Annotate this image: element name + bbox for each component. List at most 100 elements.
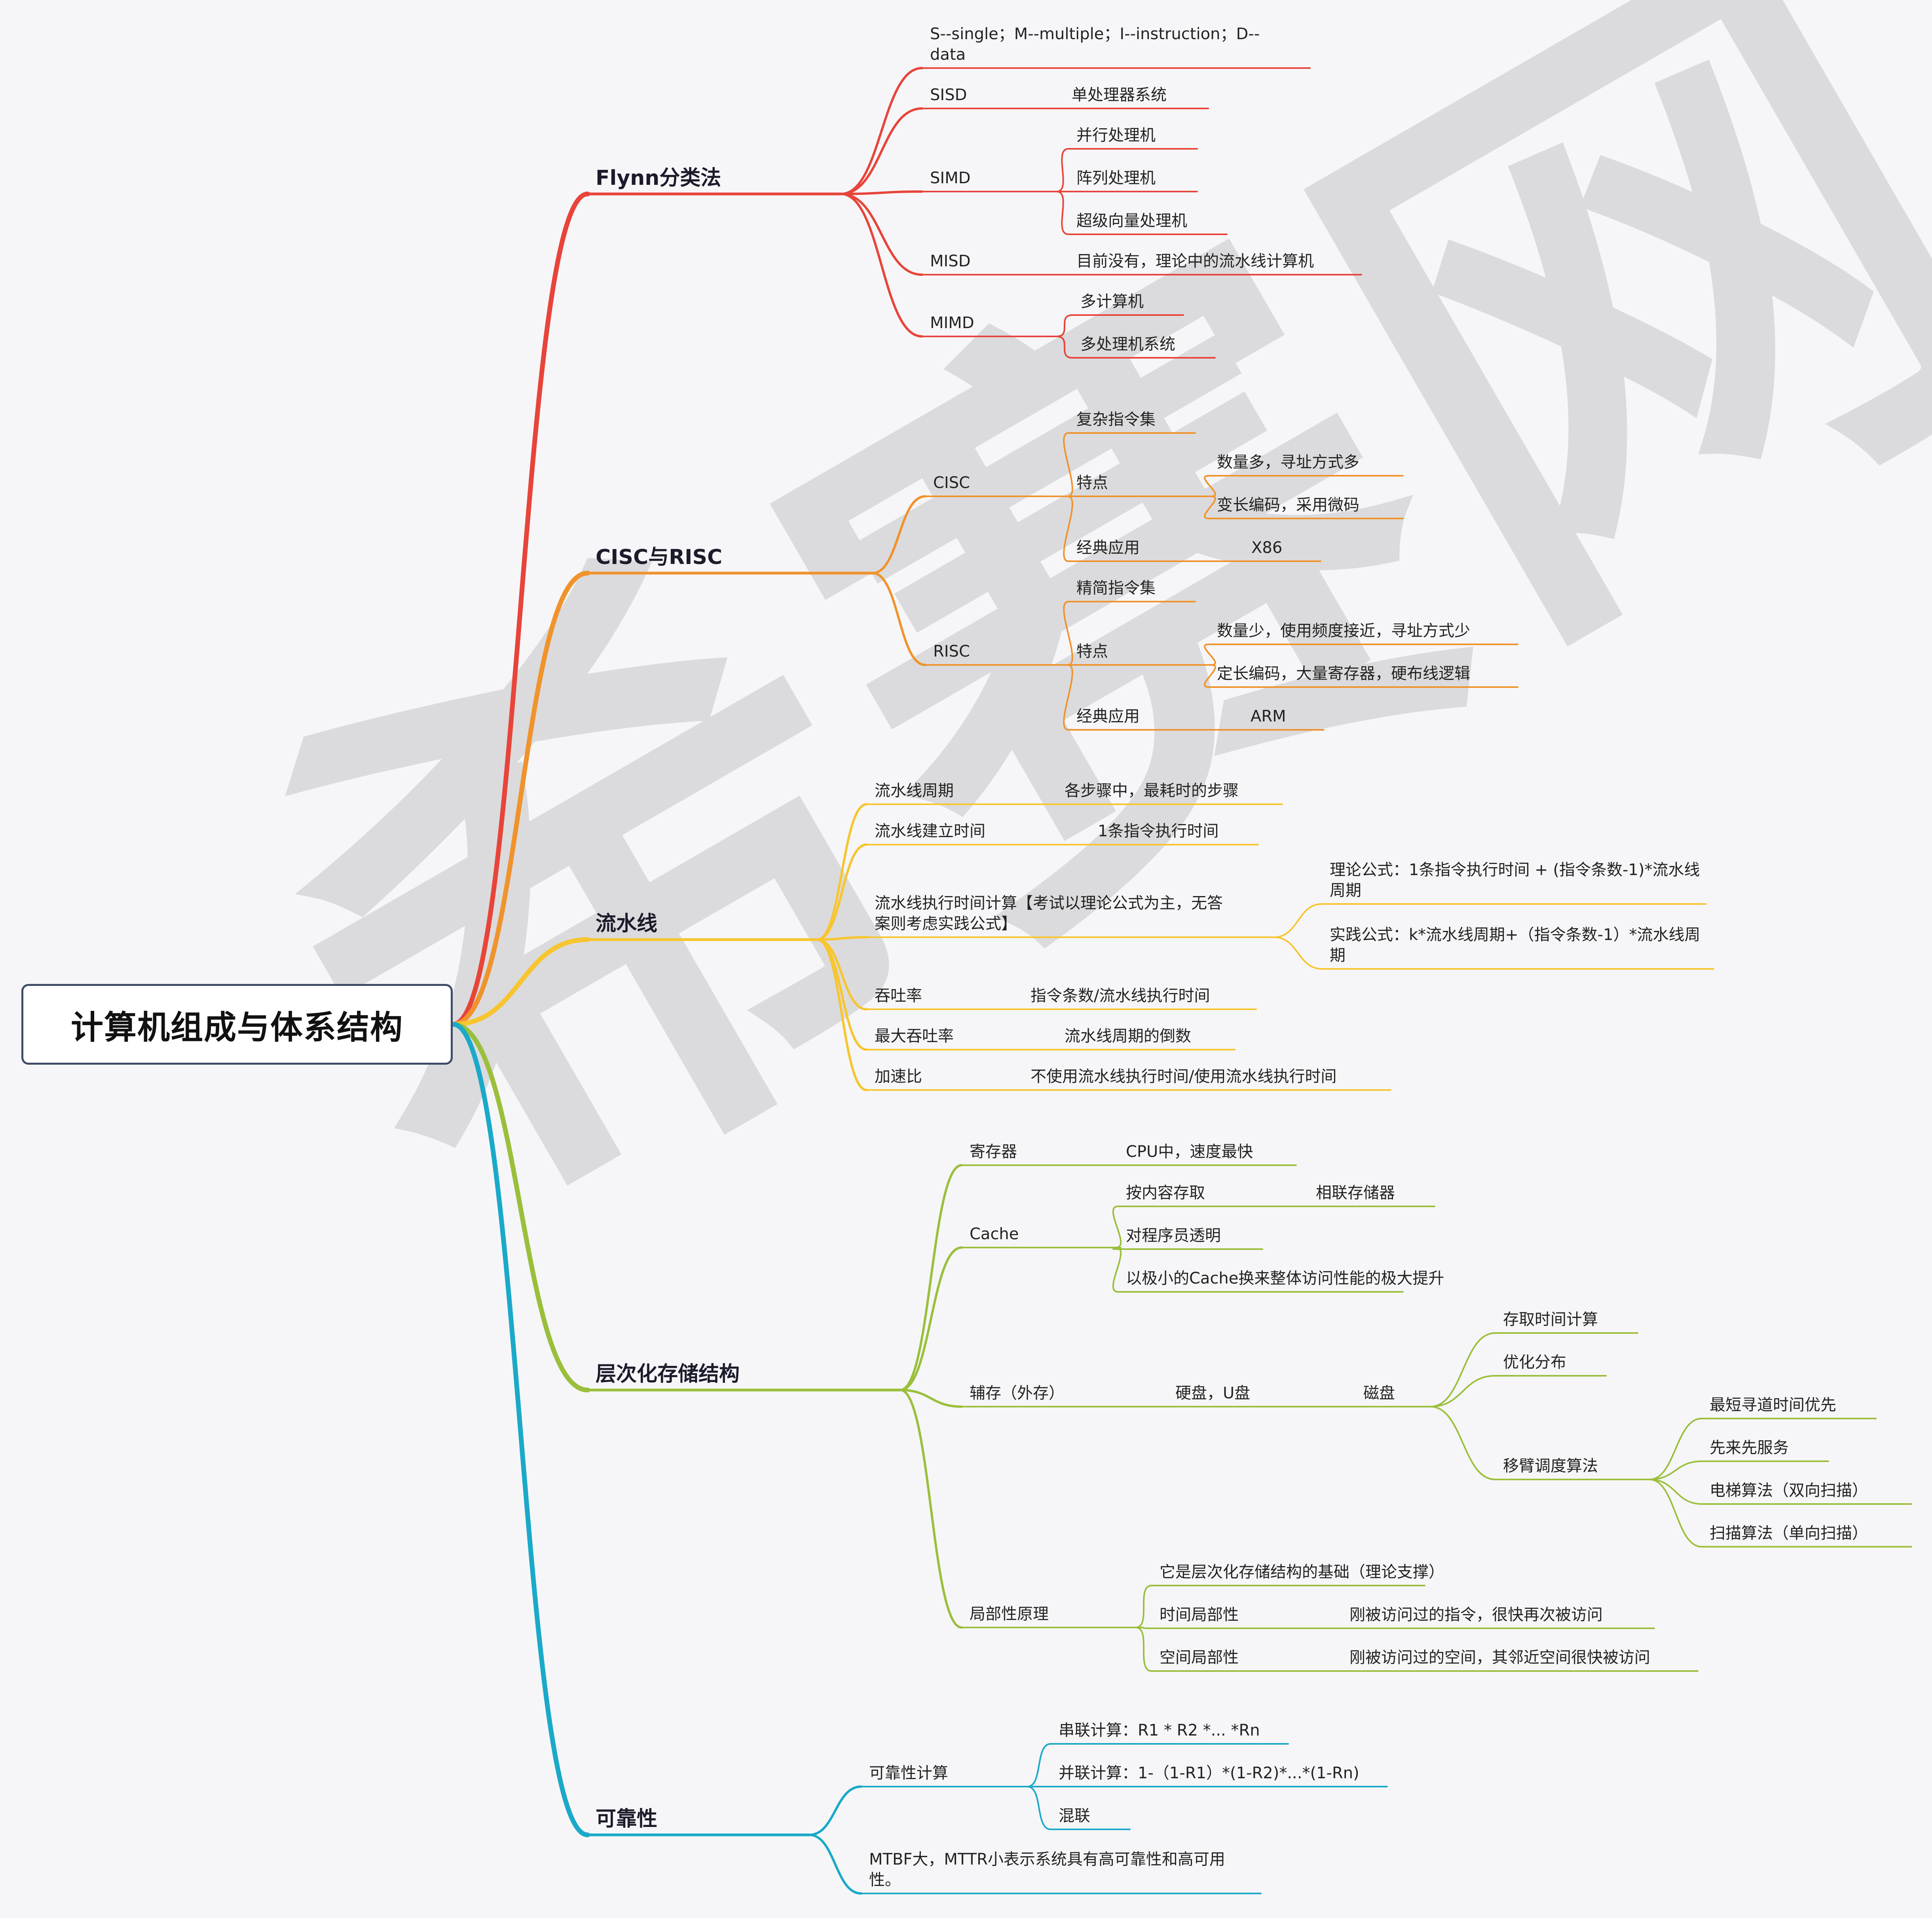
node-1-0-2[interactable]: 经典应用 [1076, 539, 1140, 557]
connector-4-0 [808, 1785, 862, 1836]
node-0-0[interactable]: S--single；M--multiple；I--instruction；D--… [930, 25, 1260, 64]
node-3-1-0[interactable]: 按内容存取 [1126, 1184, 1205, 1202]
node-1-1-2-0[interactable]: ARM [1251, 707, 1286, 725]
node-0-1[interactable]: SISD [930, 86, 967, 104]
connector-3-1 [899, 1246, 963, 1391]
node-3-2-0-0-2-3[interactable]: 扫描算法（单向扫描） [1710, 1524, 1868, 1542]
node-2-3[interactable]: 吞吐率 [875, 987, 922, 1005]
node-3-1-1[interactable]: 对程序员透明 [1126, 1227, 1221, 1245]
branch-3[interactable]: 层次化存储结构 [596, 1362, 740, 1386]
node-1-1-0[interactable]: 精简指令集 [1076, 579, 1156, 597]
node-1-0-1-0[interactable]: 数量多，寻址方式多 [1217, 453, 1359, 471]
node-3-2-0-0-2-2[interactable]: 电梯算法（双向扫描） [1710, 1481, 1868, 1500]
node-3-0[interactable]: 寄存器 [970, 1143, 1017, 1161]
node-3-2-0-0[interactable]: 磁盘 [1363, 1384, 1395, 1402]
node-2-0[interactable]: 流水线周期 [875, 782, 954, 800]
node-2-2[interactable]: 流水线执行时间计算【考试以理论公式为主，无答 案则考虑实践公式】 [875, 894, 1223, 933]
node-2-5[interactable]: 加速比 [875, 1067, 922, 1086]
node-1-0-2-0[interactable]: X86 [1251, 539, 1283, 557]
node-3-1-2[interactable]: 以极小的Cache换来整体访问性能的极大提升 [1126, 1269, 1444, 1288]
connector-3-0 [899, 1164, 963, 1391]
node-2-4-0[interactable]: 流水线周期的倒数 [1065, 1027, 1191, 1045]
branch-cisc-risc[interactable]: CISC与RISC [596, 545, 723, 569]
connector-2-1 [816, 843, 868, 941]
node-2-5-0[interactable]: 不使用流水线执行时间/使用流水线执行时间 [1031, 1067, 1337, 1086]
node-4-0-1[interactable]: 并联计算：1-（1-R1）*(1-R2)*...*(1-Rn) [1059, 1764, 1359, 1782]
node-3-2-0-0-2[interactable]: 移臂调度算法 [1503, 1457, 1598, 1475]
connector-1-0-1-1 [1204, 496, 1216, 519]
node-3-3-2-0[interactable]: 刚被访问过的空间，其邻近空间很快被访问 [1349, 1648, 1650, 1667]
node-3-3-1[interactable]: 时间局部性 [1160, 1606, 1239, 1624]
node-3-3-0[interactable]: 它是层次化存储结构的基础（理论支撑） [1160, 1563, 1444, 1581]
connector-2-4 [816, 938, 868, 1051]
connector-1-0-1-0 [1204, 475, 1216, 497]
node-0-2-2[interactable]: 超级向量处理机 [1076, 212, 1187, 230]
connector-3-3-1 [1135, 1627, 1152, 1629]
node-3-2[interactable]: 辅存（外存） [970, 1384, 1065, 1402]
node-1-0-0[interactable]: 复杂指令集 [1076, 410, 1156, 429]
node-1-0[interactable]: CISC [933, 474, 970, 492]
node-0-4[interactable]: MIMD [930, 314, 974, 332]
node-3-2-0-0-2-1[interactable]: 先来先服务 [1710, 1439, 1789, 1457]
node-3-1[interactable]: Cache [970, 1225, 1019, 1243]
node-1-1-2[interactable]: 经典应用 [1076, 707, 1140, 725]
node-0-1-0[interactable]: 单处理器系统 [1072, 86, 1167, 104]
node-1-1-1[interactable]: 特点 [1076, 642, 1108, 661]
connector-0-4-0 [1056, 314, 1073, 337]
node-2-2-0[interactable]: 理论公式：1条指令执行时间 + (指令条数-1)*流水线 周期 [1330, 861, 1700, 900]
node-4-0[interactable]: 可靠性计算 [869, 1764, 948, 1782]
node-2-4[interactable]: 最大吞吐率 [875, 1027, 954, 1045]
root-node[interactable]: 计算机组成与体系结构 [21, 984, 453, 1065]
branch-4[interactable]: 可靠性 [596, 1807, 658, 1831]
node-3-3-1-0[interactable]: 刚被访问过的指令，很快再次被访问 [1349, 1606, 1603, 1624]
node-3-2-0-0-2-0[interactable]: 最短寻道时间优先 [1710, 1396, 1836, 1414]
node-2-1[interactable]: 流水线建立时间 [875, 822, 985, 840]
connector-2-5 [816, 938, 868, 1091]
branch-2[interactable]: 流水线 [596, 912, 658, 936]
node-0-2[interactable]: SIMD [930, 169, 971, 187]
node-3-2-0-0-0[interactable]: 存取时间计算 [1503, 1310, 1598, 1329]
node-2-1-0[interactable]: 1条指令执行时间 [1098, 822, 1219, 840]
node-0-3[interactable]: MISD [930, 252, 971, 270]
connector-1-1-1-1 [1204, 664, 1216, 688]
connector-3-3 [899, 1389, 963, 1629]
node-4-1[interactable]: MTBF大，MTTR小表示系统具有高可靠性和高可用 性。 [869, 1850, 1225, 1889]
branch-flynn[interactable]: Flynn分类法 [596, 166, 721, 190]
node-0-4-1[interactable]: 多处理机系统 [1080, 335, 1175, 353]
node-0-4-0[interactable]: 多计算机 [1080, 292, 1144, 311]
connector-3-3-2 [1135, 1627, 1152, 1672]
node-0-2-1[interactable]: 阵列处理机 [1076, 169, 1156, 187]
connector-0 [451, 192, 590, 1027]
node-3-1-0-0[interactable]: 相联存储器 [1316, 1184, 1395, 1202]
node-2-3-0[interactable]: 指令条数/流水线执行时间 [1031, 987, 1210, 1005]
connector-0-4 [840, 193, 923, 338]
node-1-0-1-1[interactable]: 变长编码，采用微码 [1217, 496, 1359, 514]
node-4-0-0[interactable]: 串联计算：R1 * R2 *... *Rn [1059, 1721, 1260, 1739]
node-0-2-0[interactable]: 并行处理机 [1076, 126, 1156, 144]
connector-0-3 [840, 193, 923, 276]
connector-0-2 [840, 190, 923, 195]
node-3-3[interactable]: 局部性原理 [970, 1605, 1049, 1623]
node-2-2-1[interactable]: 实践公式：k*流水线周期+（指令条数-1）*流水线周 期 [1330, 926, 1700, 965]
connector-1-1 [871, 572, 926, 666]
node-3-0-0[interactable]: CPU中，速度最快 [1126, 1143, 1253, 1161]
connector-2-2 [816, 936, 868, 941]
node-0-3-0[interactable]: 目前没有，理论中的流水线计算机 [1076, 252, 1314, 270]
node-3-2-0-0-1[interactable]: 优化分布 [1503, 1353, 1566, 1371]
connector-0-0 [840, 67, 923, 195]
connector-3-3-0 [1135, 1585, 1152, 1628]
connector-2 [451, 937, 590, 1027]
node-1-0-1[interactable]: 特点 [1076, 474, 1108, 492]
connector-4-0-2 [1027, 1786, 1051, 1830]
node-1-1-1-0[interactable]: 数量少，使用频度接近，寻址方式少 [1217, 622, 1470, 640]
node-2-0-0[interactable]: 各步骤中，最耗时的步骤 [1065, 782, 1239, 800]
node-3-3-2[interactable]: 空间局部性 [1160, 1648, 1239, 1667]
node-4-0-2[interactable]: 混联 [1059, 1807, 1090, 1825]
connector-3-2-0-0-2-1 [1649, 1460, 1702, 1480]
node-1-1-1-1[interactable]: 定长编码，大量寄存器，硬布线逻辑 [1217, 665, 1470, 683]
node-3-2-0[interactable]: 硬盘，U盘 [1175, 1384, 1251, 1402]
connector-4-0-0 [1027, 1743, 1051, 1787]
node-1-1[interactable]: RISC [933, 642, 970, 661]
